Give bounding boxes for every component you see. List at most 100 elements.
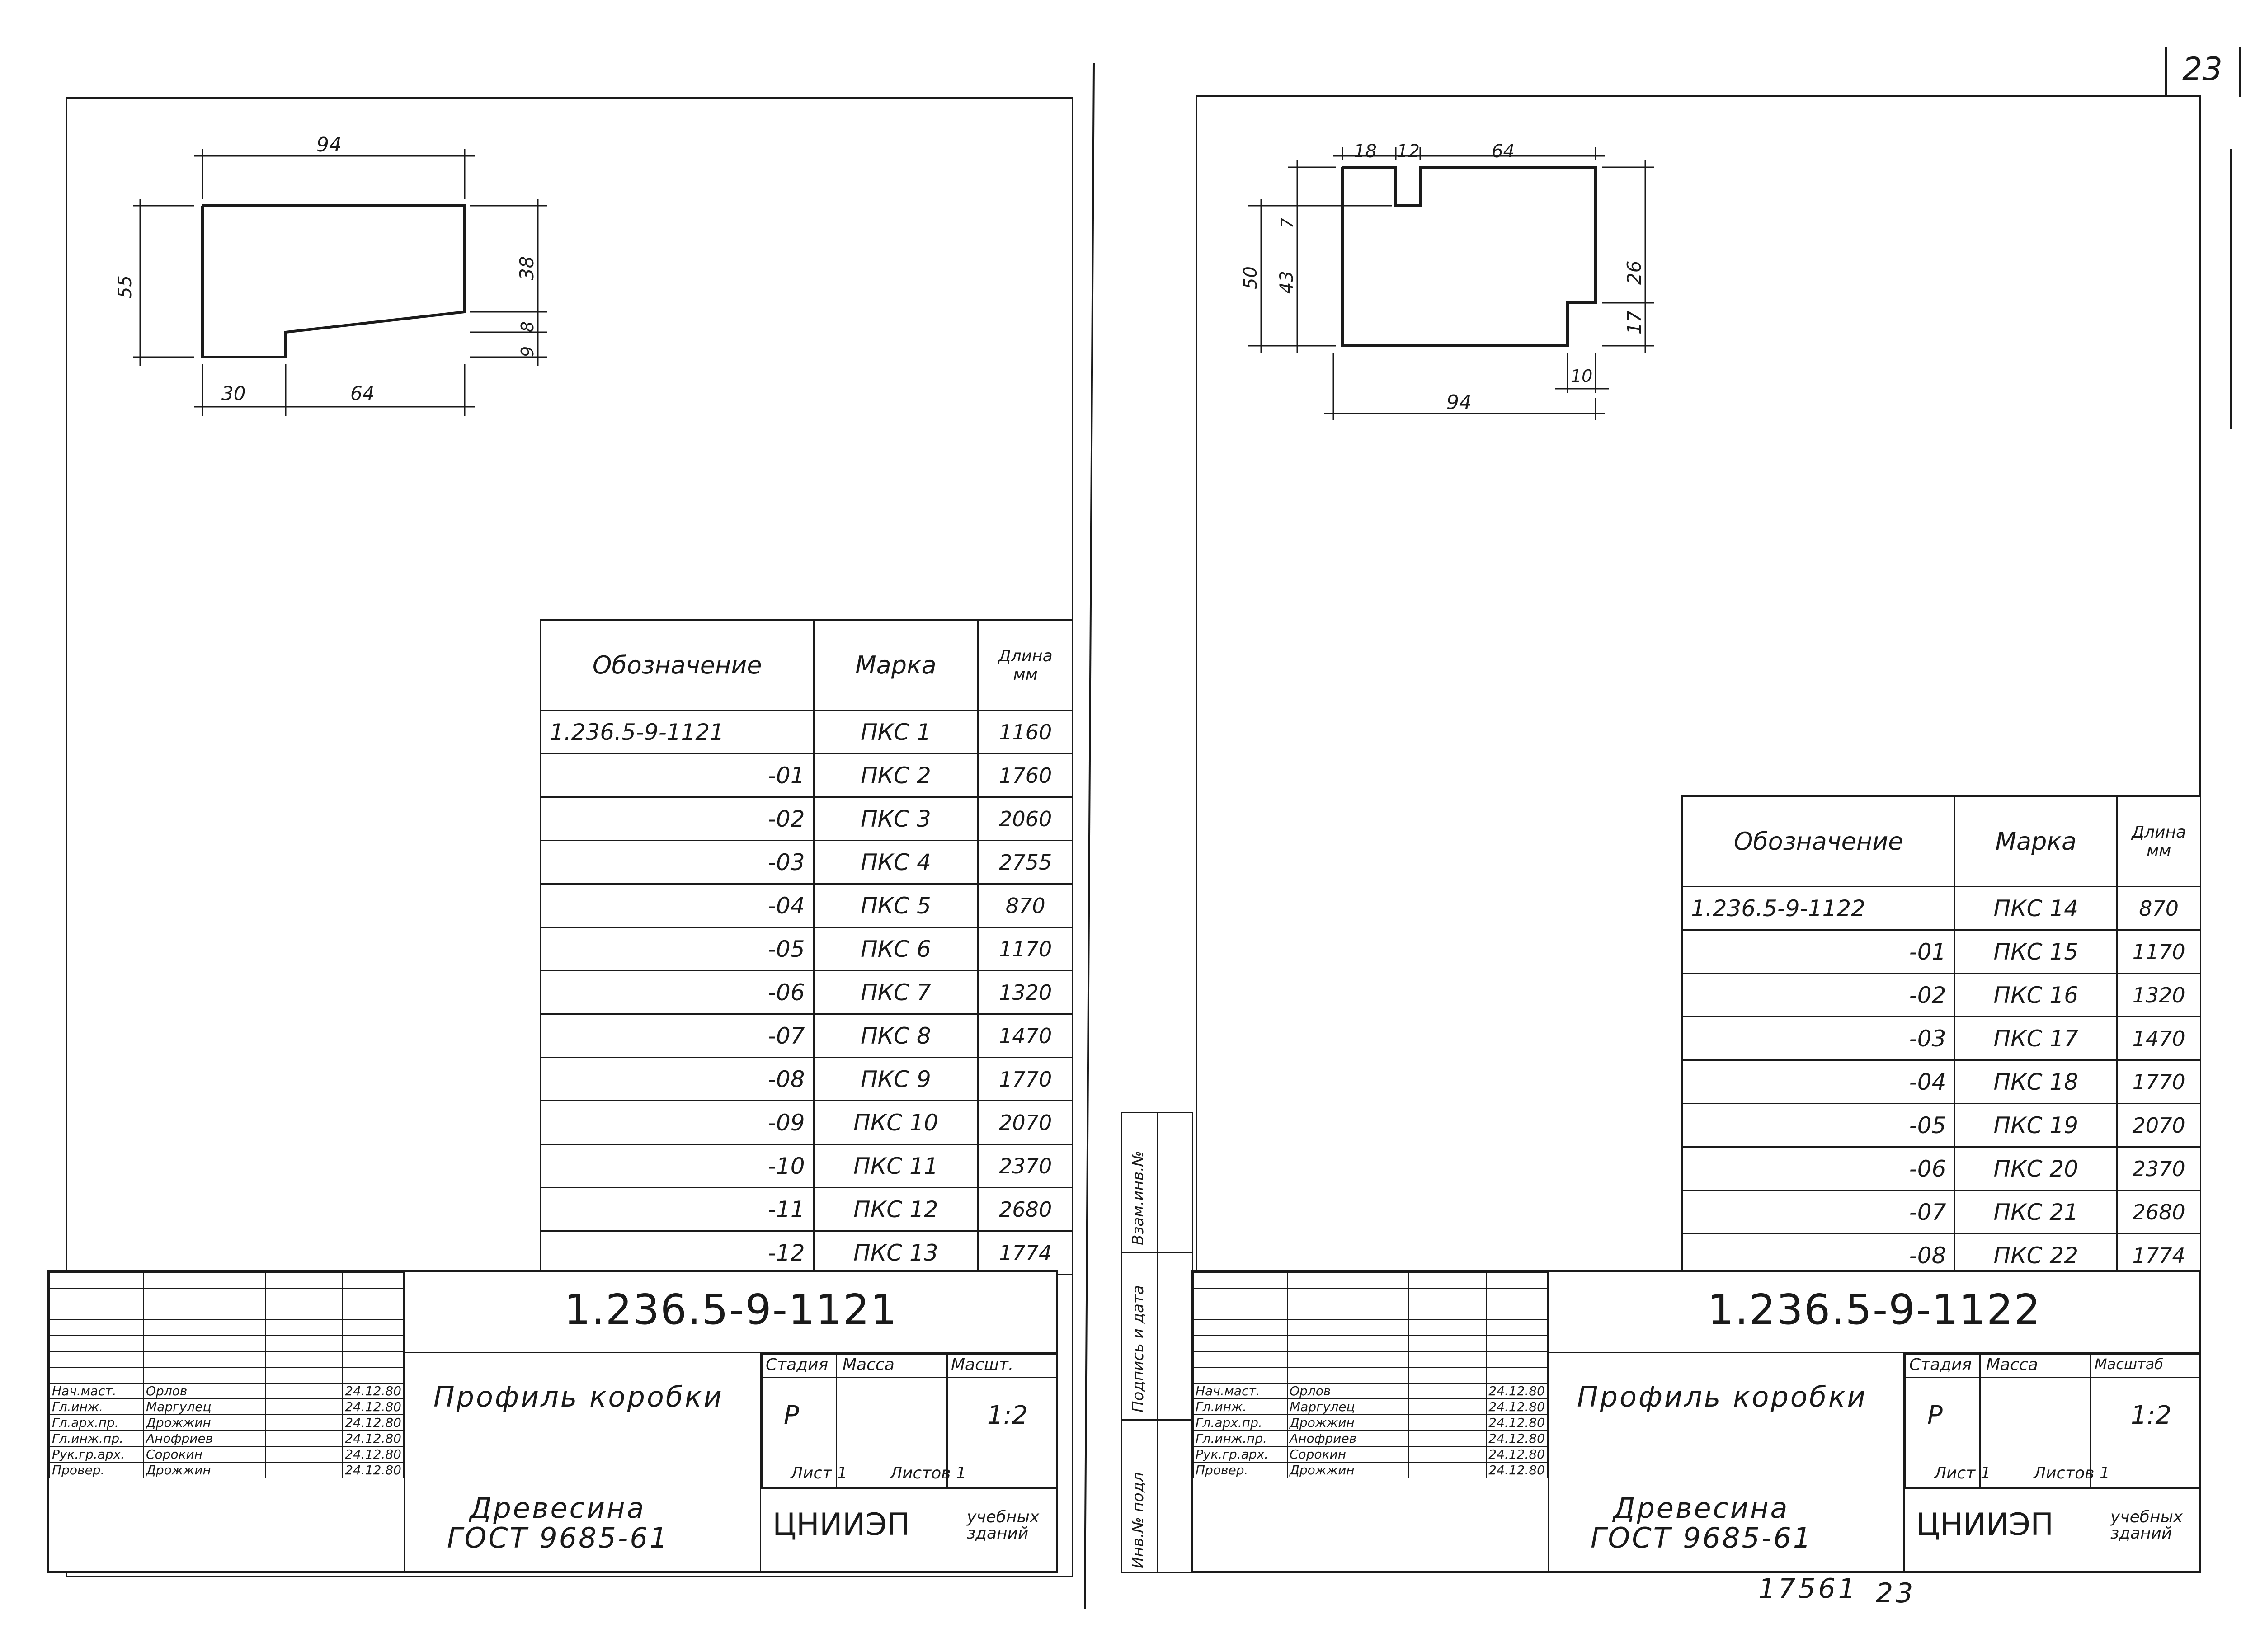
staff-name: Маргулец: [1286, 1398, 1410, 1415]
row-designation: -03: [1681, 1016, 1956, 1061]
left-material: Древесина: [470, 1492, 646, 1525]
right-stage-col-line: [1979, 1353, 1981, 1489]
right-dim-top-b: 12: [1397, 141, 1420, 162]
right-org: ЦНИИЭП: [1916, 1507, 2054, 1543]
row-length: 1320: [977, 970, 1074, 1015]
right-profile-dimensions: [1248, 147, 1654, 420]
staff-name: Анофриев: [1286, 1430, 1410, 1447]
right-dim-bottom: 94: [1446, 391, 1472, 414]
row-mark: ПКС 9: [813, 1057, 979, 1101]
right-stage-row-line: [1905, 1377, 2201, 1378]
row-mark: ПКС 2: [813, 753, 979, 798]
left-stage-col-line: [836, 1353, 837, 1489]
left-document-code: 1.236.5-9-1121: [564, 1285, 898, 1334]
left-scale-label: Масшт.: [951, 1355, 1014, 1374]
row-designation: -04: [540, 883, 815, 928]
left-sheet-label: Лист 1: [791, 1464, 848, 1483]
row-mark: ПКС 16: [1954, 973, 2118, 1017]
staff-role: Гл.арх.пр.: [1193, 1414, 1288, 1431]
row-mark: ПКС 10: [813, 1100, 979, 1145]
archive-page: 23: [1876, 1577, 1916, 1609]
row-mark: ПКС 15: [1954, 929, 2118, 974]
right-stage-value: Р: [1927, 1401, 1943, 1430]
right-title: Профиль коробки: [1577, 1380, 1867, 1413]
right-material: Древесина: [1613, 1492, 1789, 1525]
right-stage-label: Стадия: [1909, 1355, 1972, 1374]
row-length: 2680: [2116, 1190, 2201, 1234]
right-stage-box: [1905, 1353, 2201, 1489]
staff-role: Гл.инж.: [49, 1398, 144, 1415]
staff-name: Дрожжин: [143, 1414, 266, 1431]
row-designation: -04: [1681, 1059, 1956, 1104]
left-title: Профиль коробки: [433, 1380, 724, 1413]
right-header-designation: Обозначение: [1681, 795, 1956, 887]
row-designation: -06: [540, 970, 815, 1015]
staff-role: Гл.инж.: [1193, 1398, 1288, 1415]
row-mark: ПКС 11: [813, 1144, 979, 1188]
right-dim-notch: 10: [1571, 366, 1592, 386]
sheet-separator: [1084, 63, 1095, 1610]
row-length: 1470: [2116, 1016, 2201, 1061]
staff-role: Нач.маст.: [49, 1383, 144, 1399]
staff-name: Анофриев: [143, 1430, 266, 1447]
row-designation: -10: [540, 1144, 815, 1188]
row-mark: ПКС 6: [813, 927, 979, 971]
archive-number: 17561: [1758, 1573, 1858, 1605]
left-dim-right-upper: 38: [516, 256, 538, 280]
left-profile: [201, 204, 466, 358]
binding-stamp-row2: [1121, 1419, 1193, 1421]
row-mark: ПКС 5: [813, 883, 979, 928]
row-length: 2680: [977, 1187, 1074, 1232]
staff-row: Гл.арх.пр.Дрожжин 24.12.80: [1193, 1414, 1548, 1431]
staff-date: 24.12.80: [342, 1462, 404, 1478]
left-dim-bottom-left: 30: [221, 382, 245, 405]
row-length: 1160: [977, 710, 1074, 754]
staff-date: 24.12.80: [342, 1414, 404, 1431]
left-profile-dimensions: [133, 149, 547, 416]
right-dim-top-c: 64: [1492, 141, 1515, 162]
left-title-area: [404, 1353, 761, 1573]
left-profile-outline: [201, 204, 466, 358]
row-designation: -07: [1681, 1190, 1956, 1234]
staff-date: 24.12.80: [1486, 1414, 1548, 1431]
stamp-replace-inv: Взам.инв.№: [1129, 1150, 1147, 1245]
row-mark: ПКС 19: [1954, 1103, 2118, 1148]
left-code-box: [404, 1272, 1058, 1353]
row-length: 2070: [977, 1100, 1074, 1145]
right-sheets-label: Листов 1: [2034, 1464, 2110, 1483]
staff-date: 24.12.80: [1486, 1430, 1548, 1447]
row-mark: ПКС 18: [1954, 1059, 2118, 1104]
right-dim-left-big: 43: [1276, 271, 1297, 294]
row-length: 870: [2116, 886, 2201, 931]
stamp-inv-no: Инв.№ подл: [1129, 1472, 1147, 1568]
left-dim-top: 94: [316, 133, 342, 156]
row-designation: -11: [540, 1187, 815, 1232]
staff-role: Гл.арх.пр.: [49, 1414, 144, 1431]
row-length: 1760: [977, 753, 1074, 798]
staff-date: 24.12.80: [342, 1430, 404, 1447]
right-org-sub: учебных зданий: [2110, 1508, 2183, 1543]
left-dim-bottom-right: 64: [350, 382, 374, 405]
staff-name: Дрожжин: [143, 1462, 266, 1478]
left-stage-label: Стадия: [766, 1355, 829, 1374]
right-dim-right-lower: 17: [1623, 310, 1645, 334]
row-mark: ПКС 8: [813, 1013, 979, 1058]
left-header-designation: Обозначение: [540, 619, 815, 711]
row-designation: -09: [540, 1100, 815, 1145]
left-dim-right-mid: 8: [518, 321, 537, 332]
right-standard: ГОСТ 9685-61: [1591, 1521, 1813, 1554]
staff-date: 24.12.80: [1486, 1383, 1548, 1399]
staff-name: Дрожжин: [1286, 1414, 1410, 1431]
